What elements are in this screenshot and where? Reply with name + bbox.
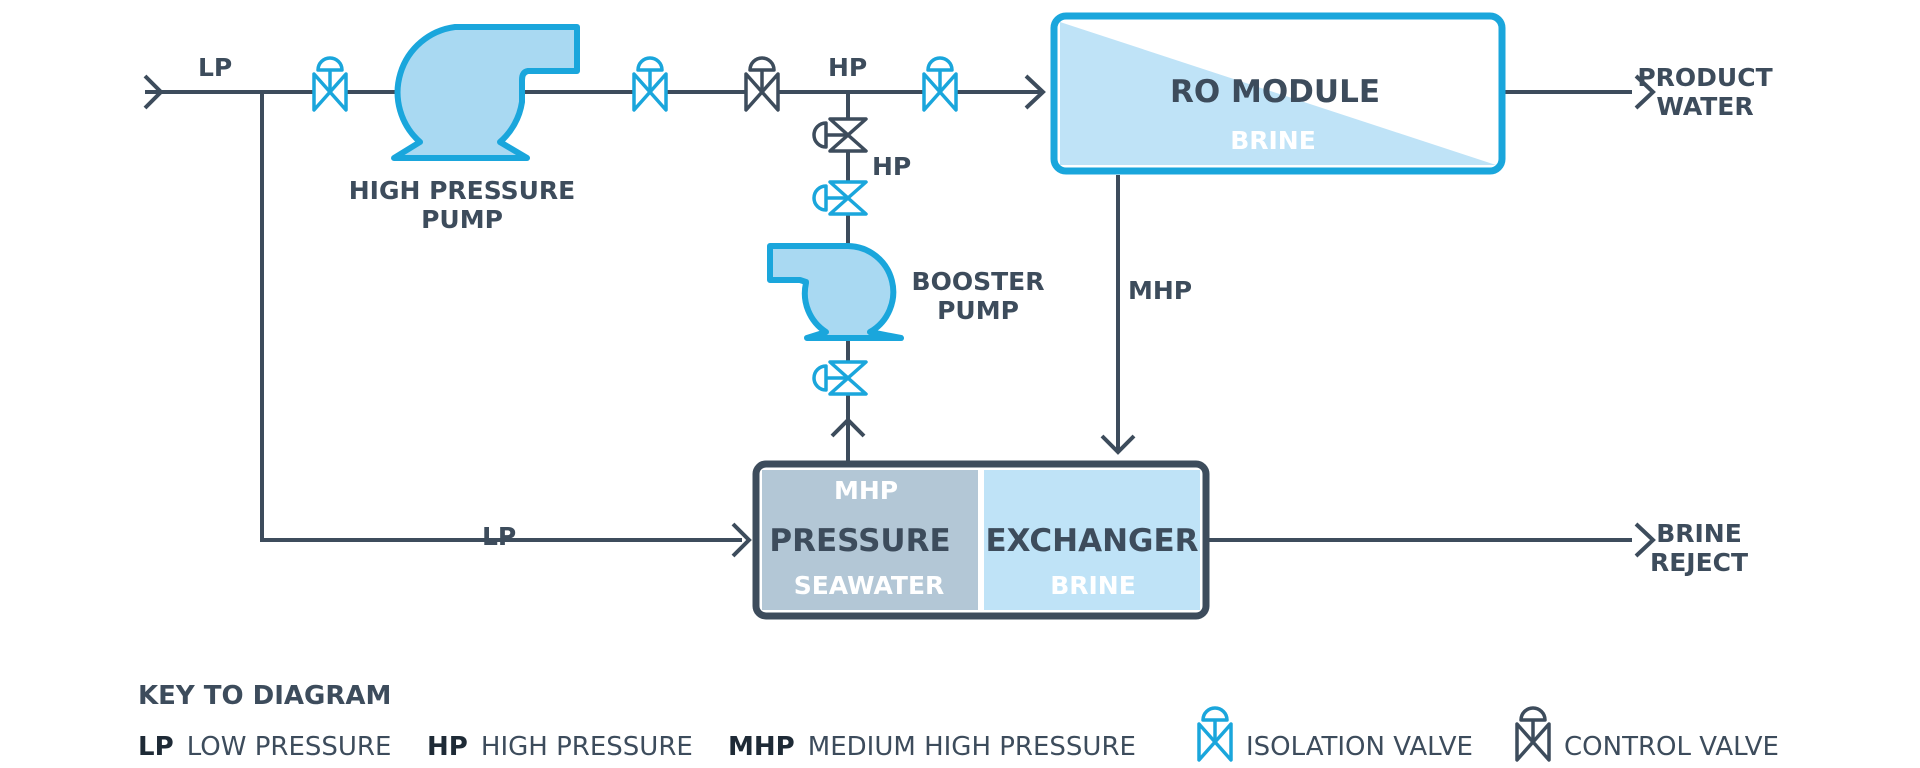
booster-up-arrow — [830, 417, 866, 438]
pressure-exchanger: MHP PRESSURE SEAWATER EXCHANGER BRINE — [752, 460, 1210, 620]
lp-exchanger-arrow — [731, 522, 752, 558]
key-text-mhp: MEDIUM HIGH PRESSURE — [808, 732, 1136, 762]
high-pressure-pump-label-1: HIGH PRESSURE — [349, 176, 576, 205]
isolation-valve-icon — [312, 56, 348, 112]
ro-inlet-arrow — [1024, 74, 1046, 110]
arrows — [143, 74, 1656, 558]
booster-pump-label-2: PUMP — [937, 296, 1019, 325]
booster-pump-label-1: BOOSTER — [912, 267, 1045, 296]
booster-pump-icon — [767, 243, 904, 341]
key-control-valve-icon — [1515, 706, 1551, 762]
isolation-valve-icon — [632, 56, 668, 112]
ro-module-title: RO MODULE — [1170, 74, 1380, 110]
brine-reject-arrow — [1634, 522, 1656, 558]
isolation-valve-icon — [812, 360, 868, 396]
key-abbr-lp: LP — [138, 732, 174, 762]
brine-reject-label-2: REJECT — [1650, 548, 1748, 577]
lp-bypass-line — [260, 92, 742, 542]
exchanger-pressure-label: PRESSURE — [769, 523, 950, 559]
exchanger-title: EXCHANGER — [985, 523, 1198, 559]
mhp-label-side: MHP — [1128, 276, 1192, 305]
key-abbr-mhp: MHP — [728, 732, 795, 762]
flow-labels: LP LP HP HP MHP HIGH PRESSURE PUMP BOOST… — [198, 53, 1773, 577]
isolation-valve-icon — [922, 56, 958, 112]
key-abbr-hp: HP — [427, 732, 468, 762]
diagram-key: KEY TO DIAGRAM LP LOW PRESSURE HP HIGH P… — [138, 681, 1779, 762]
hp-label-top: HP — [828, 53, 867, 82]
ro-module-brine-label: BRINE — [1230, 126, 1316, 155]
key-text-lp: LOW PRESSURE — [187, 732, 392, 762]
key-isolation-valve-label: ISOLATION VALVE — [1246, 732, 1473, 762]
key-control-valve-label: CONTROL VALVE — [1564, 732, 1779, 762]
high-pressure-pump-label-2: PUMP — [421, 205, 503, 234]
key-item-mhp: MHP MEDIUM HIGH PRESSURE — [728, 732, 1136, 762]
key-item-lp: LP LOW PRESSURE — [138, 732, 391, 762]
exchanger-brine-label: BRINE — [1050, 571, 1136, 600]
control-valve-icon — [812, 117, 868, 153]
product-water-label-2: WATER — [1656, 92, 1753, 121]
inlet-arrow — [143, 74, 164, 110]
brine-reject-label-1: BRINE — [1656, 519, 1742, 548]
exchanger-mhp-label: MHP — [834, 476, 898, 505]
product-water-label-1: PRODUCT — [1637, 63, 1772, 92]
high-pressure-pump-icon — [391, 24, 580, 161]
hp-label-mid: HP — [872, 152, 911, 181]
control-valve-icon — [744, 56, 780, 112]
ro-module: RO MODULE BRINE — [1050, 12, 1506, 175]
lp-label-top: LP — [198, 53, 232, 82]
product-water-arrow — [1634, 74, 1656, 110]
key-text-hp: HIGH PRESSURE — [481, 732, 693, 762]
mhp-down-arrow — [1100, 434, 1136, 455]
key-isolation-valve-icon — [1197, 706, 1233, 762]
lp-label-bottom: LP — [482, 522, 516, 551]
key-title: KEY TO DIAGRAM — [138, 681, 391, 711]
exchanger-seawater-label: SEAWATER — [794, 571, 945, 600]
isolation-valve-icon — [812, 180, 868, 216]
key-item-hp: HP HIGH PRESSURE — [427, 732, 693, 762]
